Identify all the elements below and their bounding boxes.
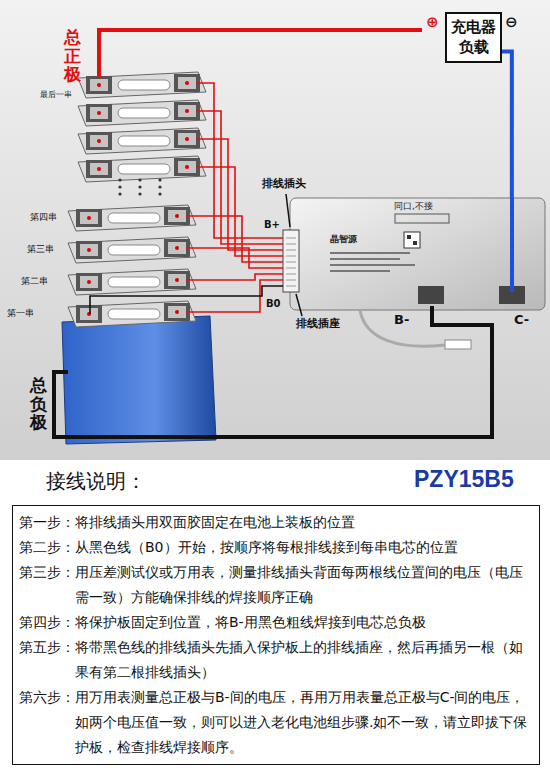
diagram-title: PZY15B5 (414, 466, 514, 492)
cell-stack (68, 72, 206, 327)
pack-positive-label: 总正极 (64, 28, 81, 84)
qr-code (404, 232, 420, 248)
ribbon-wires (186, 83, 283, 312)
positive-wire (99, 30, 422, 78)
connector-pins (286, 286, 296, 287)
protection-board (290, 198, 545, 310)
b0-wire (90, 286, 283, 314)
connector-pins (286, 244, 296, 245)
terminal-symbol: ⊕ (426, 14, 439, 31)
series-label: 第一串 (7, 308, 34, 318)
cell-stack (78, 100, 206, 126)
pin-name: B+ (264, 219, 280, 231)
port-outline (395, 214, 449, 223)
ellipsis-dots (158, 185, 161, 188)
part-label: 排线插座 (296, 318, 340, 331)
ribbon-wires (196, 139, 283, 250)
cell-stack (68, 237, 196, 263)
part-label: 排线插头 (262, 178, 306, 191)
protection-board: 同口,不接 (290, 198, 545, 310)
connector-pins (286, 268, 296, 269)
background (0, 0, 550, 460)
ellipsis-dots (138, 192, 141, 195)
node-text: 充电器 负载 (451, 17, 496, 58)
series-label: 第三串 (27, 244, 54, 254)
ribbon-connector (283, 230, 299, 292)
negative-wire (54, 306, 492, 437)
instruction-step: 第一步：将排线插头用双面胶固定在电池上装板的位置 (19, 510, 533, 535)
pack-negative-label: 总负极 (30, 376, 47, 432)
leader-line (286, 194, 290, 227)
connector-pins (286, 262, 296, 263)
ribbon-wires (186, 274, 283, 280)
wire-connector (502, 51, 512, 198)
ellipsis-dots (118, 192, 121, 195)
pin-name: B0 (266, 298, 281, 310)
series-label: 第二串 (21, 276, 48, 286)
ellipsis-dots (118, 185, 121, 188)
instruction-step: 第五步：将带黑色线的排线插头先插入保护板上的排线插座，然后再插另一根（如果有第二… (19, 635, 533, 685)
instruction-step: 第六步：用万用表测量总正极与B-间的电压，再用万用表量总正极与C-间的电压，如两… (19, 685, 533, 760)
connector-pins (286, 238, 296, 239)
board-text-lines (330, 258, 400, 260)
charger-load-box: 充电器 负载 (445, 12, 502, 63)
board-text-lines (330, 252, 410, 254)
pin-name: C- (514, 313, 529, 328)
board-brand: 晶智源 (330, 234, 357, 244)
connector-pins (286, 280, 296, 281)
ellipsis-dots (118, 178, 161, 195)
illustration (407, 235, 411, 239)
instructions-box: 第一步：将排线插头用双面胶固定在电池上装板的位置第二步：从黑色线（B0）开始，按… (12, 505, 540, 765)
ellipsis-dots (118, 178, 121, 181)
illustration (413, 241, 417, 245)
series-label: 第四串 (30, 212, 57, 222)
board-text-lines (330, 264, 415, 266)
cell-stack (68, 205, 196, 231)
leader-line (296, 294, 302, 316)
cell-stack (68, 269, 196, 295)
ribbon-wires (186, 248, 283, 268)
c-minus-wire (510, 198, 514, 292)
instruction-step: 第二步：从黑色线（B0）开始，按顺序将每根排线接到每串电芯的位置 (19, 535, 533, 560)
pin-name: B- (394, 313, 409, 328)
cell-stack (78, 128, 206, 154)
ellipsis-dots (138, 185, 141, 188)
board-text-lines (330, 252, 415, 272)
ribbon-wires (196, 83, 283, 238)
instruction-step: 第三步：用压差测试仪或万用表，测量排线插头背面每两根线位置间的电压（电压需一致）… (19, 560, 533, 610)
node-text: 同口,不接 (394, 200, 433, 213)
connector-pins (286, 250, 296, 251)
b-minus-terminal (418, 286, 444, 304)
battery-body (62, 316, 216, 444)
ellipsis-dots (138, 178, 141, 181)
terminal-symbol: ⊖ (505, 14, 518, 31)
ribbon-wires (186, 216, 283, 262)
cell-stack (68, 301, 196, 327)
connector-pins (286, 274, 296, 275)
connector-pins (286, 238, 296, 286)
probe (445, 340, 471, 349)
connector-pins (286, 256, 296, 257)
series-label: 最后一串 (40, 90, 72, 99)
cell-stack (78, 156, 206, 182)
instruction-step: 第四步：将保护板固定到位置，将B-用黑色粗线焊接到电芯总负极 (19, 610, 533, 635)
board-text-lines (330, 270, 390, 272)
ellipsis-dots (158, 178, 161, 181)
section-heading: 接线说明： (46, 470, 146, 493)
ellipsis-dots (158, 192, 161, 195)
